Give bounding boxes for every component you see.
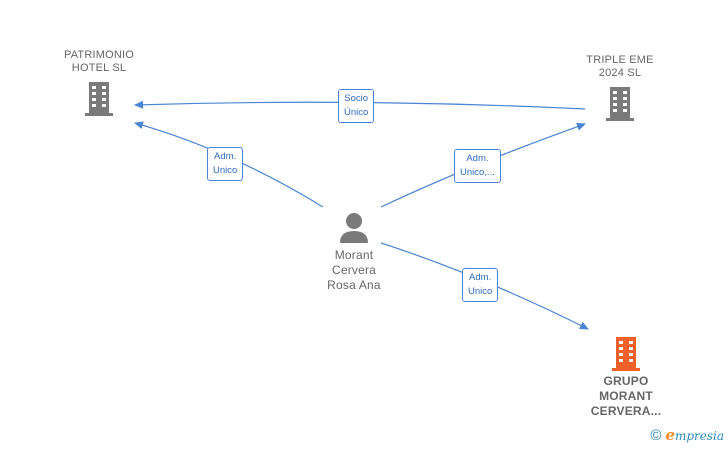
person-icon (340, 213, 368, 243)
edge-label-adm-patrimonio[interactable]: Adm. Unico (207, 147, 244, 181)
brand-logo: empresia (665, 426, 724, 444)
building-icon (85, 82, 113, 116)
footer-brand: © empresia (650, 426, 724, 444)
node-label: PATRIMONIO HOTEL SL (63, 49, 135, 74)
edge-label-socio-unico[interactable]: Socio Único (338, 89, 375, 123)
edge-label-adm-triple[interactable]: Adm. Unico,... (454, 149, 501, 183)
node-label: TRIPLE EME 2024 SL (586, 54, 654, 79)
building-icon (612, 337, 640, 371)
node-grupo-morant[interactable]: GRUPO MORANT CERVERA... (575, 336, 677, 419)
building-icon (606, 87, 634, 121)
node-patrimonio-hotel[interactable]: PATRIMONIO HOTEL SL (48, 49, 150, 117)
node-label: GRUPO MORANT CERVERA... (590, 374, 662, 418)
copyright-icon: © (650, 426, 662, 444)
edge-label-adm-grupo[interactable]: Adm. Unico (462, 268, 499, 302)
node-person-morant[interactable]: Morant Cervera Rosa Ana (312, 212, 396, 293)
node-label: Morant Cervera Rosa Ana (327, 248, 381, 292)
node-triple-eme[interactable]: TRIPLE EME 2024 SL (569, 54, 671, 122)
